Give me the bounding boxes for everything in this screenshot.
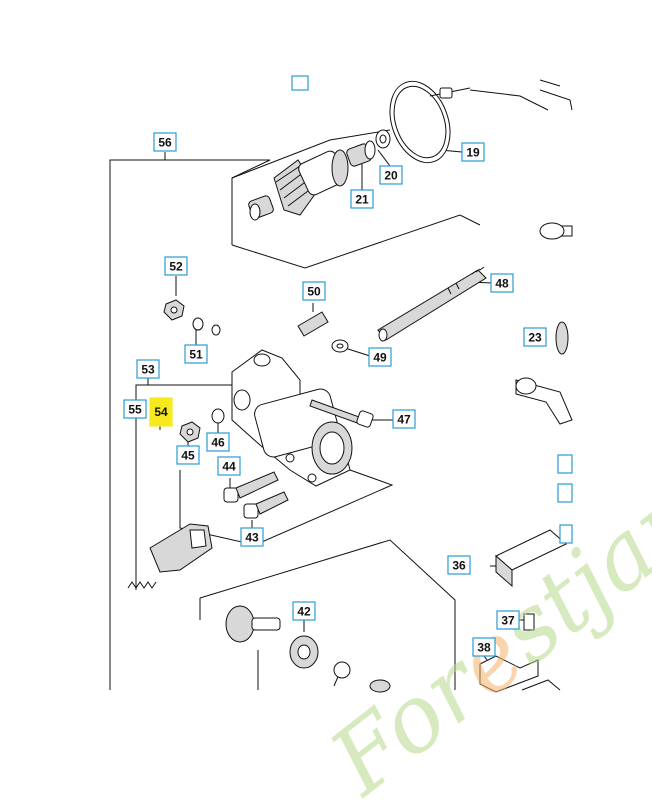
watermark: Forestjardin.com (310, 241, 652, 800)
callout-53[interactable]: 53 (136, 359, 160, 379)
callout-label: 36 (452, 559, 466, 573)
callout-44[interactable]: 44 (217, 456, 241, 476)
callout-label: 54 (154, 405, 168, 419)
callout-55[interactable]: 55 (123, 399, 147, 419)
callout-52[interactable]: 52 (164, 256, 188, 276)
callout-label: 48 (495, 277, 509, 291)
washer-46-part (211, 408, 225, 424)
callout-20[interactable]: 20 (379, 165, 403, 185)
callout-38[interactable]: 38 (472, 637, 496, 657)
parts-drawing (127, 75, 573, 693)
callout-21[interactable]: 21 (350, 189, 374, 209)
gear-housing-part (231, 349, 353, 487)
clipped-callout-box (291, 75, 309, 91)
callout-label: 52 (169, 260, 183, 274)
callout-label: 56 (158, 136, 172, 150)
callout-label: 55 (128, 403, 142, 417)
callout-46[interactable]: 46 (206, 432, 230, 452)
right-side-parts (429, 79, 573, 693)
key-part (297, 311, 329, 337)
callout-label: 37 (501, 614, 515, 628)
callout-label: 42 (297, 605, 311, 619)
callout-23[interactable]: 23 (523, 327, 547, 347)
callout-label: 20 (384, 169, 398, 183)
screw-44-part (223, 471, 279, 503)
callout-43[interactable]: 43 (240, 527, 264, 547)
callout-label: 49 (373, 351, 387, 365)
callout-45[interactable]: 45 (176, 445, 200, 465)
callout-label: 38 (477, 641, 491, 655)
callout-label: 53 (141, 363, 155, 377)
callout-label: 46 (211, 436, 225, 450)
shaft-part (377, 266, 487, 342)
callout-56[interactable]: 56 (153, 132, 177, 152)
callout-label: 51 (189, 348, 203, 362)
callout-label: 47 (397, 413, 411, 427)
callout-42[interactable]: 42 (292, 601, 316, 621)
callout-49[interactable]: 49 (368, 347, 392, 367)
lever-part (149, 523, 213, 573)
washer-part (375, 129, 391, 149)
callout-label: 44 (222, 460, 236, 474)
callout-label: 19 (466, 146, 480, 160)
pinion-gear-part (225, 605, 391, 693)
watermark-text: Forestjardin.com (310, 241, 652, 800)
callout-48[interactable]: 48 (490, 273, 514, 293)
callout-54[interactable]: 54 (149, 397, 173, 427)
callout-50[interactable]: 50 (302, 281, 326, 301)
nut-part (163, 299, 185, 321)
callout-47[interactable]: 47 (392, 409, 416, 429)
callout-37[interactable]: 37 (496, 610, 520, 630)
callout-19[interactable]: 19 (461, 142, 485, 162)
screw-43-part (243, 491, 289, 519)
callout-label: 45 (181, 449, 195, 463)
needle-bearing-part (346, 140, 376, 167)
callout-label: 21 (355, 193, 369, 207)
o-ring-part (389, 80, 451, 164)
spring-part (127, 581, 157, 589)
callout-label: 23 (528, 331, 542, 345)
callout-51[interactable]: 51 (184, 344, 208, 364)
long-screw-part (309, 399, 374, 428)
nut-45-part (179, 421, 201, 443)
bevel-gear-part (248, 149, 349, 221)
callout-36[interactable]: 36 (447, 555, 471, 575)
washers-part (192, 317, 221, 336)
callout-label: 43 (245, 531, 259, 545)
clipped-right-callouts (557, 454, 573, 544)
callout-label: 50 (307, 285, 321, 299)
callouts: 19 20 21 23 36 37 38 42 43 44 45 46 47 4… (123, 132, 547, 657)
flat-washer-part (331, 339, 349, 353)
